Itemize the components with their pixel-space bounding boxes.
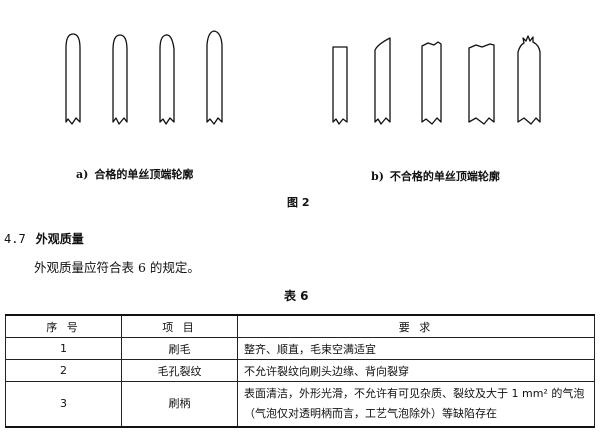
row-item: 刷柄 [121, 381, 238, 428]
header-no: 序 号 [5, 314, 122, 338]
row-requirement-line-2: （气泡仅对透明柄而言，工艺气泡除外）等缺陷存在 [244, 407, 497, 420]
acceptable-tip-2 [112, 34, 128, 125]
caption-a-text: 合格的单丝顶端轮廓 [94, 168, 194, 181]
unacceptable-tip-uneven [421, 41, 442, 125]
bristle-tip-drawings [65, 30, 541, 125]
row-no: 3 [5, 381, 122, 428]
header-requirement: 要 求 [237, 314, 595, 338]
table-row: 3 刷柄 表面清洁，外形光滑，不允许有可见杂质、裂纹及大于 1 mm² 的气泡 … [5, 381, 595, 428]
row-no: 2 [5, 359, 122, 382]
row-no: 1 [5, 337, 122, 360]
caption-acceptable: a) 合格的单丝顶端轮廓 [76, 166, 193, 182]
bristle-tip-figure: a) 合格的单丝顶端轮廓 b) 不合格的单丝顶端轮廓 图 2 [0, 0, 600, 209]
table-row: 1 刷毛 整齐、顺直，毛束空满适宜 [5, 337, 595, 360]
caption-b-letter: b) [371, 170, 384, 183]
row-requirement: 不允许裂纹向刷头边缘、背向裂穿 [237, 359, 595, 382]
row-requirement-line-1: 表面清洁，外形光滑，不允许有可见杂质、裂纹及大于 1 mm² 的气泡 [244, 387, 585, 400]
caption-b-text: 不合格的单丝顶端轮廓 [389, 170, 500, 183]
unacceptable-tip-slanted [374, 37, 391, 125]
table-row: 2 毛孔裂纹 不允许裂纹向刷头边缘、背向裂穿 [5, 359, 595, 382]
section-heading: 4.7 外观质量 [4, 230, 84, 247]
figure-title: 图 2 [287, 196, 310, 209]
row-item: 刷毛 [121, 337, 238, 360]
section-number: 4.7 [4, 232, 26, 246]
table-title: 表 6 [284, 289, 309, 303]
row-requirement: 表面清洁，外形光滑，不允许有可见杂质、裂纹及大于 1 mm² 的气泡 （气泡仅对… [237, 381, 595, 428]
table-header-row: 序 号 项 目 要 求 [5, 314, 595, 338]
header-item: 项 目 [121, 314, 238, 338]
caption-a-letter: a) [76, 168, 89, 181]
unacceptable-tip-split [517, 35, 541, 125]
acceptable-tip-4 [206, 30, 223, 125]
row-requirement: 整齐、顺直，毛束空满适宜 [237, 337, 595, 360]
unacceptable-tip-flat [332, 46, 348, 125]
unacceptable-tip-frayed [468, 43, 495, 125]
appearance-quality-table: 序 号 项 目 要 求 1 刷毛 整齐、顺直，毛束空满适宜 2 毛孔裂纹 不允许… [5, 314, 595, 428]
acceptable-tip-3 [159, 34, 175, 125]
caption-unacceptable: b) 不合格的单丝顶端轮廓 [371, 168, 500, 184]
section-title: 外观质量 [35, 232, 84, 246]
row-item: 毛孔裂纹 [121, 359, 238, 382]
section-paragraph: 外观质量应符合表 6 的规定。 [34, 260, 200, 275]
acceptable-tip-1 [65, 33, 81, 125]
